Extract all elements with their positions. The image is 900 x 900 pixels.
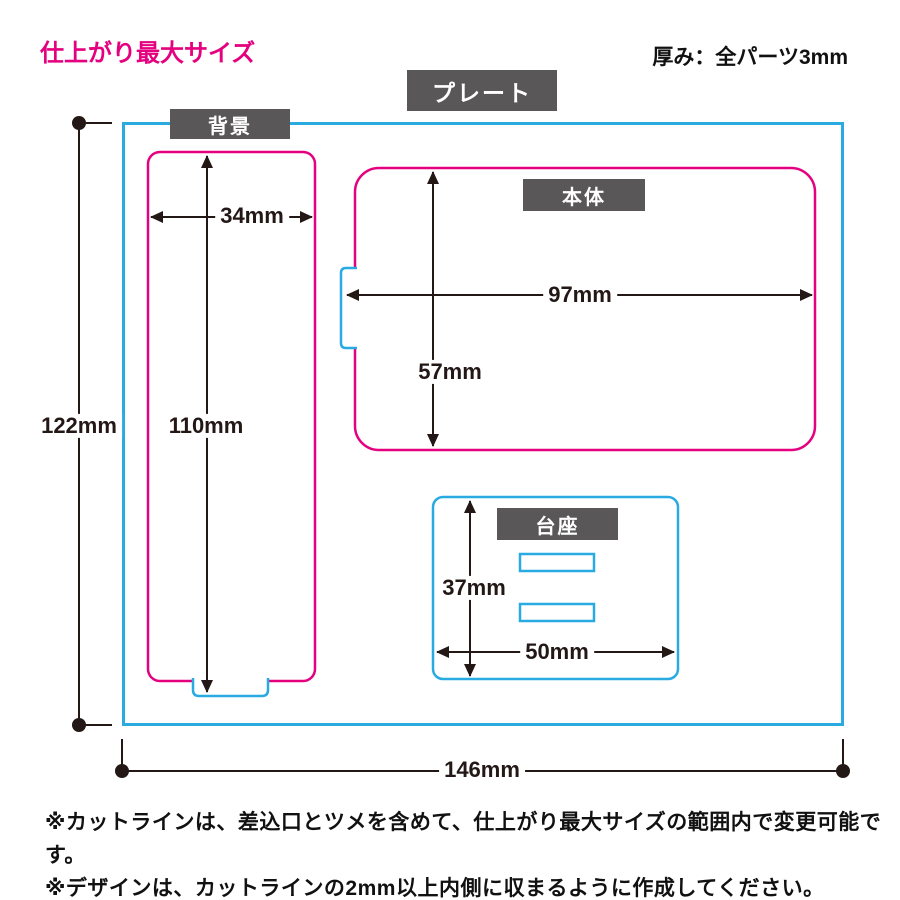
dot-width-left bbox=[115, 764, 129, 778]
overall-dimension-lines bbox=[78, 122, 844, 772]
body-width-label: 97mm bbox=[543, 282, 617, 308]
body-tab bbox=[339, 266, 357, 350]
plate-height-label: 122mm bbox=[36, 413, 122, 439]
base-outline bbox=[431, 495, 680, 681]
note-line-2: ※デザインは、カットラインの2mm以上内側に収まるように作成してください。 bbox=[45, 877, 825, 900]
plate-outline bbox=[122, 122, 844, 726]
background-tab bbox=[191, 678, 270, 698]
body-tag: 本体 bbox=[523, 179, 645, 211]
dot-width-right bbox=[836, 764, 850, 778]
base-width-label: 50mm bbox=[520, 639, 594, 665]
dimension-lines bbox=[150, 155, 813, 693]
dimension-endpoint-dots bbox=[72, 116, 850, 778]
background-height-label: 110mm bbox=[163, 413, 249, 439]
base-height-label: 37mm bbox=[437, 575, 511, 601]
body-height-label: 57mm bbox=[413, 359, 487, 385]
background-width-label: 34mm bbox=[215, 203, 289, 229]
background-tag: 背景 bbox=[170, 109, 290, 139]
thickness-note: 厚み：全パーツ3mm bbox=[652, 46, 848, 69]
page-title: 仕上がり最大サイズ bbox=[40, 40, 256, 67]
plate-tag: プレート bbox=[407, 70, 557, 111]
note-line-1: ※カットラインは、差込口とツメを含めて、仕上がり最大サイズの範囲内で変更可能です… bbox=[45, 811, 882, 867]
base-slot-top bbox=[518, 552, 596, 573]
plate-width-label: 146mm bbox=[439, 757, 525, 783]
dot-bottom-left bbox=[72, 718, 86, 732]
dot-top-left bbox=[72, 116, 86, 130]
base-tag: 台座 bbox=[497, 508, 618, 540]
base-slot-bottom bbox=[518, 602, 596, 623]
footer-notes: ※カットラインは、差込口とツメを含めて、仕上がり最大サイズの範囲内で変更可能です… bbox=[45, 806, 900, 900]
